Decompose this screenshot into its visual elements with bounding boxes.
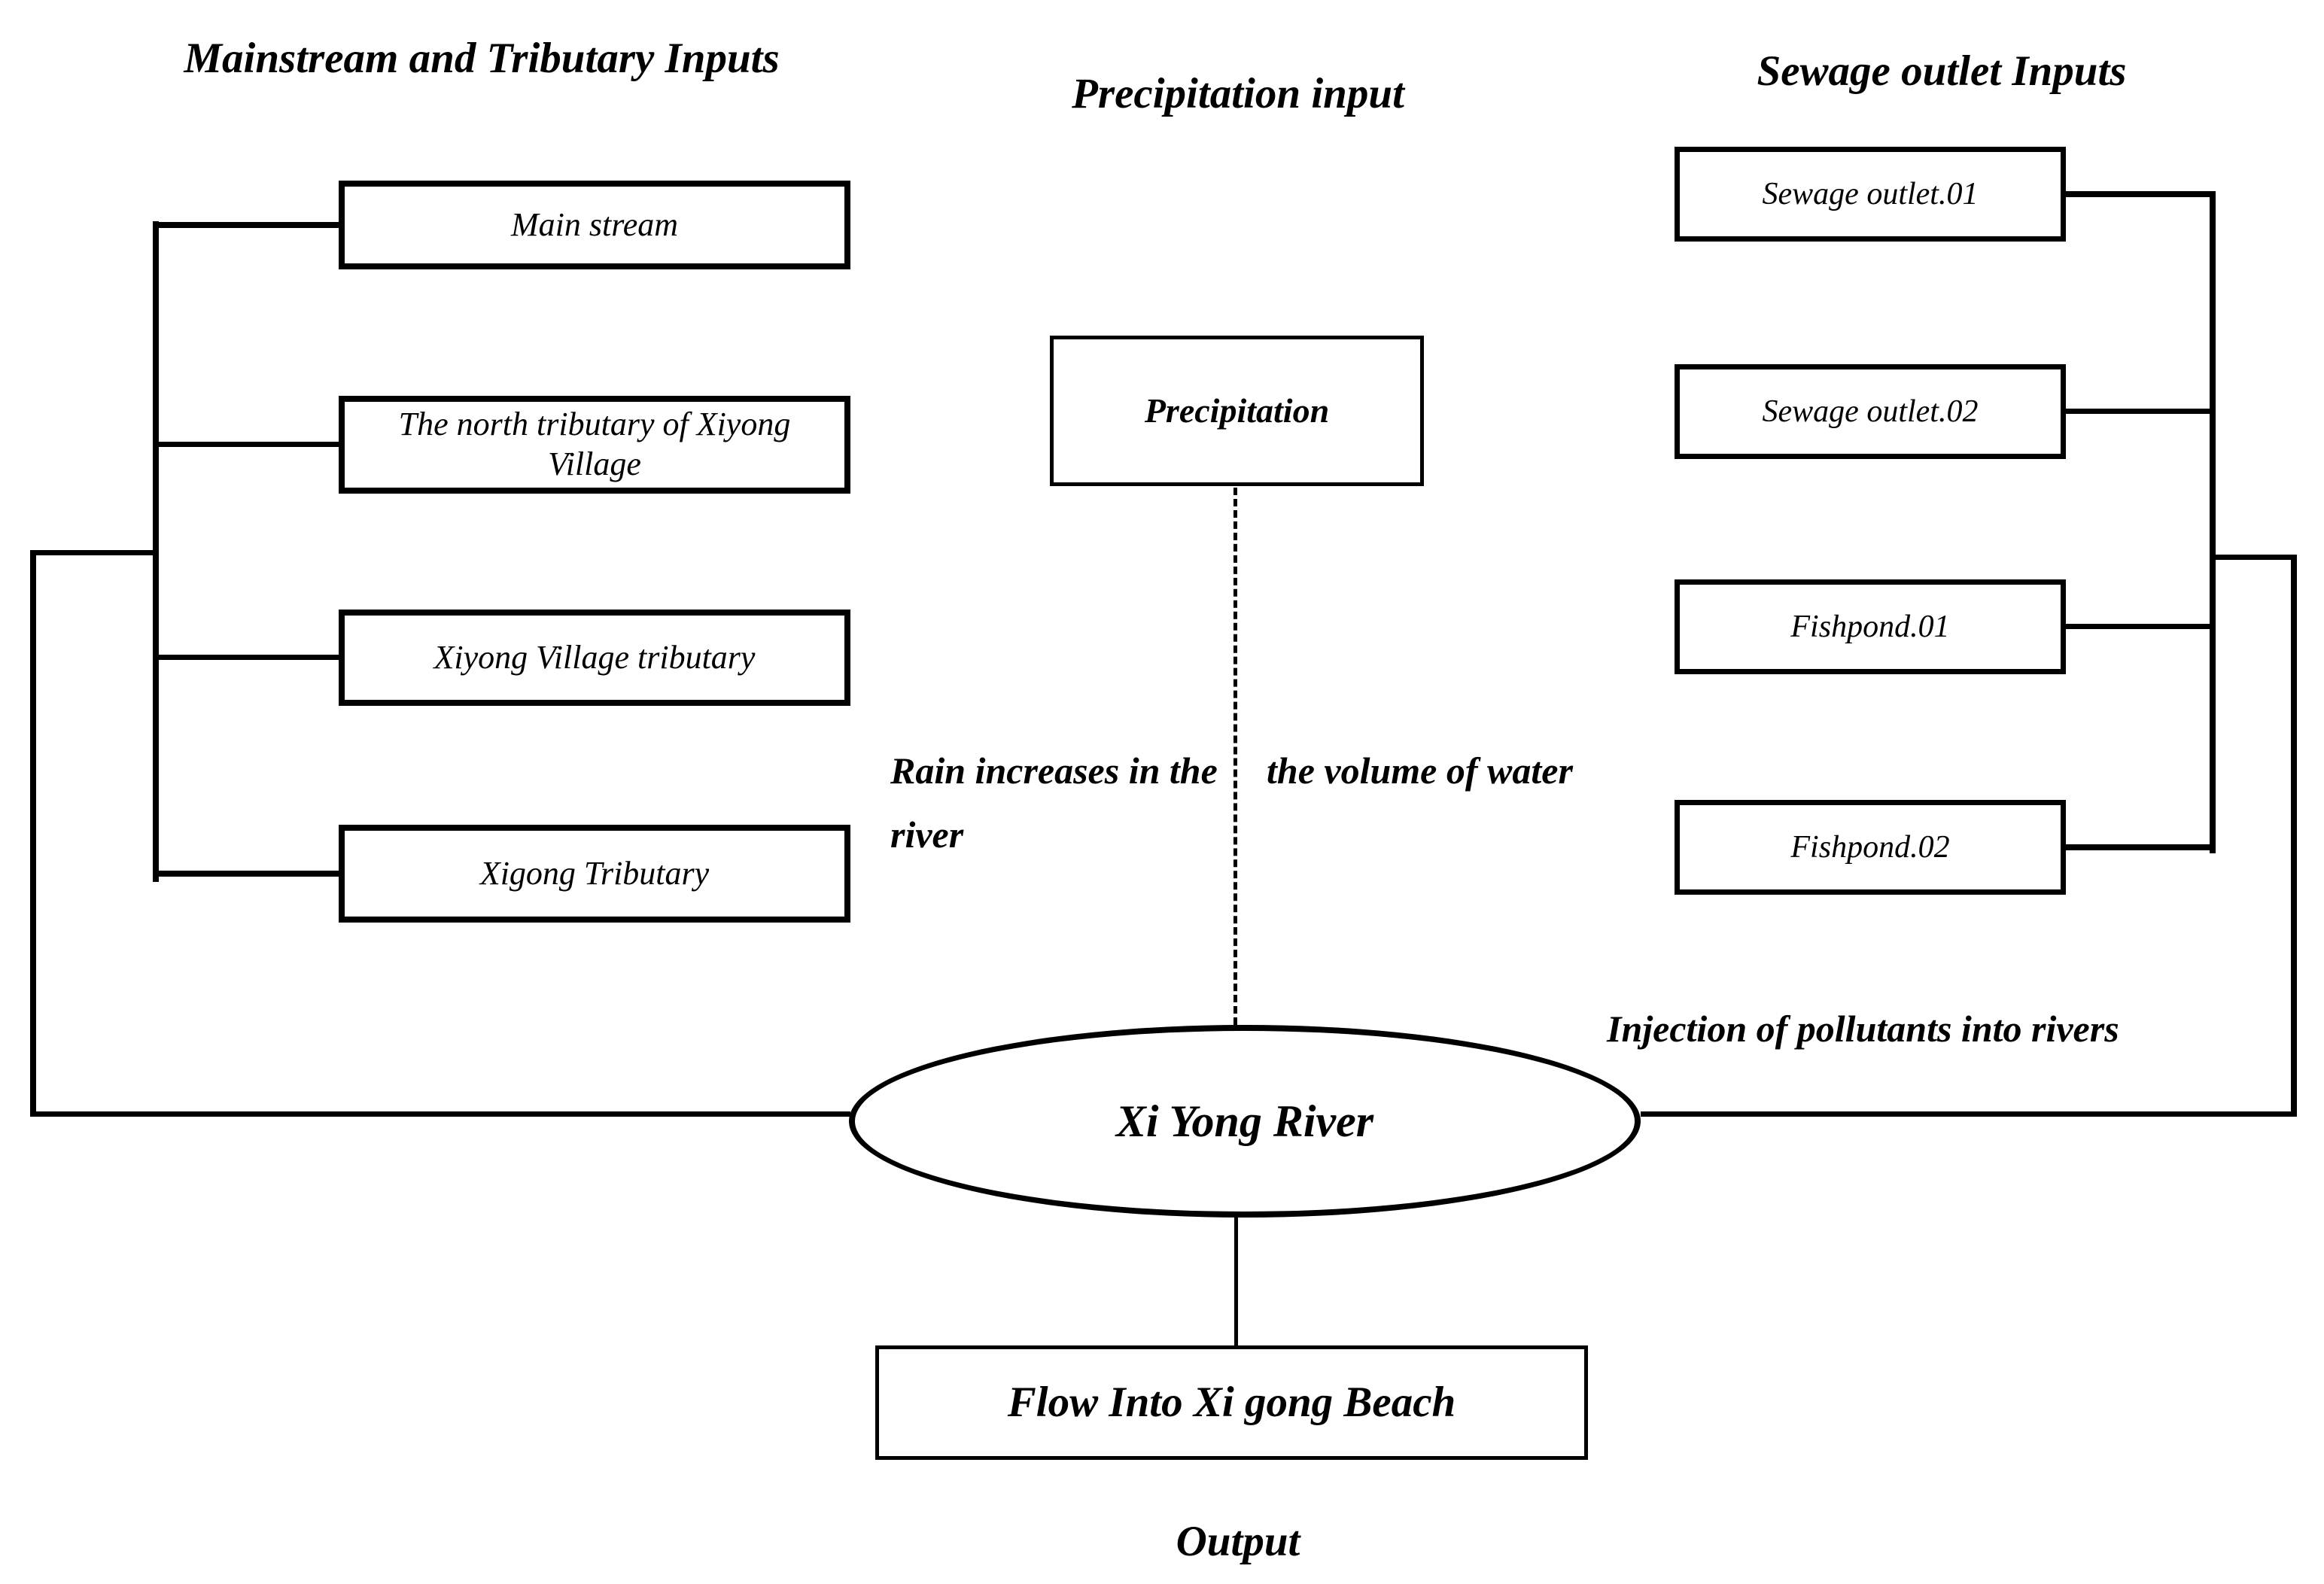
right-section-title: Sewage outlet Inputs: [1757, 47, 2127, 95]
connector-precipitation-dashed: [1233, 488, 1237, 1025]
precipitation-label: Precipitation: [1144, 391, 1330, 430]
xiyong-village-tributary-label: Xiyong Village tributary: [433, 638, 756, 676]
connector-right-outer-vertical: [2291, 555, 2297, 1117]
fishpond-01-box: Fishpond.01: [1675, 579, 2066, 674]
xigong-tributary-box: Xigong Tributary: [339, 825, 850, 923]
xiyong-village-tributary-box: Xiyong Village tributary: [339, 610, 850, 706]
connector-left-junction-horizontal: [30, 550, 158, 555]
north-tributary-box: The north tributary of Xiyong Village: [339, 396, 850, 494]
injection-annotation: Injection of pollutants into rivers: [1607, 1008, 2119, 1050]
flow-into-beach-box: Flow Into Xi gong Beach: [875, 1345, 1588, 1460]
volume-annotation: the volume of water: [1267, 749, 1573, 792]
xi-yong-river-ellipse: Xi Yong River: [849, 1025, 1641, 1218]
north-tributary-label: The north tributary of Xiyong Village: [398, 406, 791, 482]
connector-left-stub-3: [153, 655, 339, 660]
main-stream-label: Main stream: [510, 205, 679, 243]
sewage-outlet-02-label: Sewage outlet.02: [1762, 394, 1979, 429]
connector-right-stub-4: [2066, 844, 2213, 850]
connector-right-stub-3: [2066, 624, 2213, 629]
fishpond-02-label: Fishpond.02: [1790, 829, 1950, 865]
precipitation-box: Precipitation: [1050, 336, 1424, 486]
left-section-title: Mainstream and Tributary Inputs: [184, 35, 780, 82]
connector-left-stub-1: [153, 222, 339, 228]
connector-right-stub-2: [2066, 409, 2213, 414]
connector-left-stub-4: [153, 871, 339, 877]
fishpond-02-box: Fishpond.02: [1675, 800, 2066, 895]
sewage-outlet-02-box: Sewage outlet.02: [1675, 364, 2066, 459]
fishpond-01-label: Fishpond.01: [1790, 609, 1950, 644]
sewage-outlet-01-label: Sewage outlet.01: [1762, 176, 1979, 211]
connector-left-outer-vertical: [30, 550, 36, 1117]
connector-right-to-river: [1641, 1111, 2297, 1117]
connector-right-junction-horizontal: [2213, 555, 2297, 560]
sewage-outlet-01-box: Sewage outlet.01: [1675, 147, 2066, 242]
xi-yong-river-label: Xi Yong River: [1115, 1096, 1374, 1146]
connector-left-to-river: [30, 1111, 850, 1117]
rain-annotation: Rain increases in the river: [890, 749, 1218, 856]
flow-into-beach-label: Flow Into Xi gong Beach: [1007, 1378, 1456, 1426]
xigong-tributary-label: Xigong Tributary: [479, 854, 710, 892]
connector-left-stub-2: [153, 442, 339, 447]
connector-right-trunk-vertical: [2210, 191, 2216, 853]
main-stream-box: Main stream: [339, 181, 850, 269]
connector-river-to-output: [1234, 1215, 1238, 1347]
connector-right-stub-1: [2066, 191, 2213, 197]
output-label: Output: [1176, 1518, 1300, 1565]
center-section-title: Precipitation input: [1072, 70, 1404, 117]
